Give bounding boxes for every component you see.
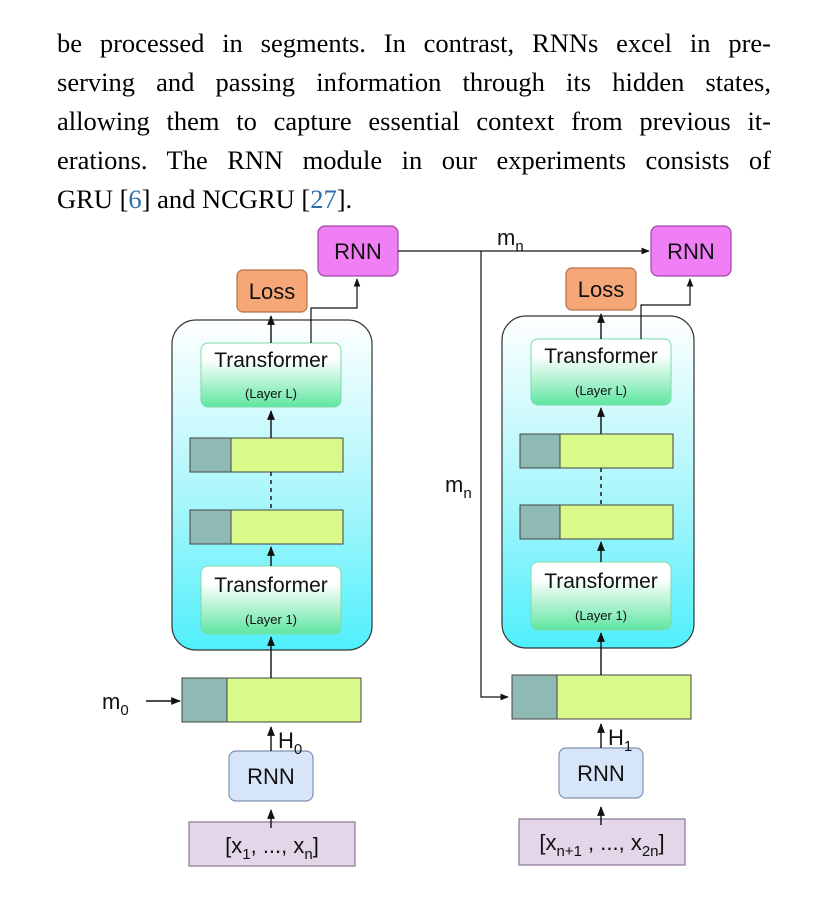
memory-connections: mn mn <box>398 225 650 701</box>
loss-label: Loss <box>578 277 624 302</box>
memory-top-label: mn <box>497 225 524 255</box>
embedding-cell <box>226 677 362 723</box>
citation-link[interactable]: 6 <box>128 184 142 214</box>
memory-cell <box>519 433 561 469</box>
paragraph-line: be processed in segments. In contrast, R… <box>57 28 771 58</box>
memory-side-label: mn <box>445 472 472 502</box>
arrow <box>480 251 509 701</box>
transformer-label: Transformer <box>544 345 658 368</box>
rnn-bottom-label: RNN <box>247 764 295 789</box>
memory-cell <box>511 674 558 720</box>
right-branch: RNN Loss Transformer (Layer L) Transform… <box>501 225 732 866</box>
memory-init-label: m0 <box>102 689 129 719</box>
embedding-cell <box>556 674 692 720</box>
hidden-state-label: H0 <box>278 728 302 758</box>
arrow <box>640 278 694 339</box>
transformer-label: Transformer <box>214 349 328 372</box>
embedding-cell <box>230 509 344 545</box>
embedding-cell <box>559 433 674 469</box>
paragraph-line: serving and passing information through … <box>57 67 771 97</box>
layer-label: (Layer L) <box>575 383 627 398</box>
transformer-label: Transformer <box>544 570 658 593</box>
loss-box <box>565 267 637 311</box>
loss-box <box>236 269 308 313</box>
input-sequence-label: [x1, ..., xn] <box>225 833 319 863</box>
memory-cell <box>181 677 228 723</box>
input-box <box>518 818 686 866</box>
hidden-state-label: H1 <box>608 725 632 755</box>
layer-label: (Layer 1) <box>575 608 627 623</box>
paragraph-line-last: GRU [6] and NCGRU [27]. <box>57 184 353 214</box>
rnn-top-label: RNN <box>334 239 382 264</box>
arrow <box>310 278 361 343</box>
transformer-label: Transformer <box>214 574 328 597</box>
memory-cell <box>519 504 561 540</box>
body-paragraph: be processed in segments. In contrast, R… <box>57 24 771 219</box>
layer-label: (Layer L) <box>245 386 297 401</box>
loss-label: Loss <box>249 279 295 304</box>
input-box <box>188 821 356 867</box>
paragraph-line: allowing them to capture essential conte… <box>57 106 771 136</box>
citation-link[interactable]: 27 <box>310 184 337 214</box>
memory-cell <box>189 509 232 545</box>
paragraph-line: erations. The RNN module in our experime… <box>57 145 771 175</box>
input-sequence-label: [xn+1 , ..., x2n] <box>539 830 664 860</box>
left-branch: RNN Loss Transformer (Layer L) Transform… <box>102 225 399 867</box>
rnn-top-box <box>650 225 732 277</box>
layer-label: (Layer 1) <box>245 612 297 627</box>
memory-cell <box>189 437 232 473</box>
embedding-cell <box>230 437 344 473</box>
embedding-cell <box>559 504 674 540</box>
rnn-top-label: RNN <box>667 239 715 264</box>
rnn-bottom-label: RNN <box>577 761 625 786</box>
